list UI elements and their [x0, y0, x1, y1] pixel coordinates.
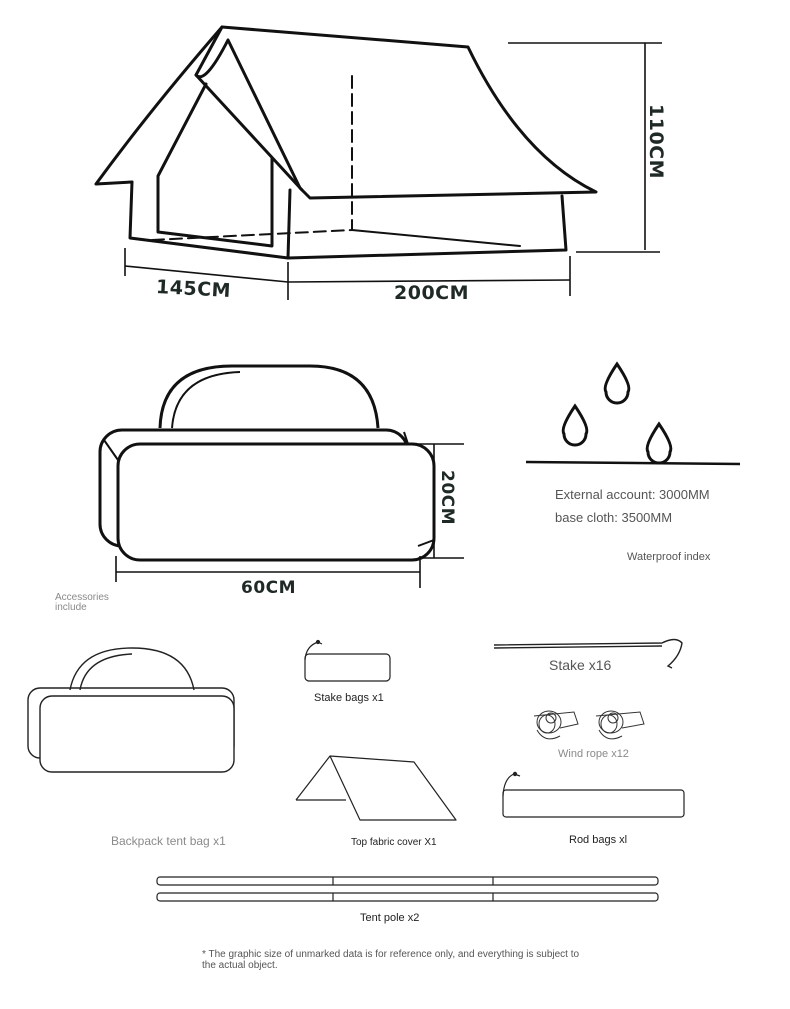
bag-dimension-lines	[115, 443, 464, 588]
tent-floor-line	[351, 229, 521, 247]
rod-bag-illustration	[502, 771, 685, 818]
stake-bag-illustration	[304, 639, 391, 682]
bag-illustration	[98, 364, 436, 562]
bag-height-label: 20CM	[437, 470, 457, 526]
wind-rope-illustration	[533, 710, 645, 740]
tent-inner-dashed	[151, 75, 353, 241]
water-drops	[561, 361, 673, 465]
accessories-heading-line2: include	[55, 602, 87, 613]
bag-front	[116, 442, 436, 562]
tent-height-label: 110CM	[645, 104, 667, 180]
bag-handle-inner	[171, 371, 241, 429]
drop-icon	[561, 403, 589, 447]
ground-line	[525, 460, 741, 466]
tent-front-edge	[94, 25, 224, 186]
bag-width-label: 60CM	[241, 578, 297, 598]
drop-icon	[603, 361, 631, 405]
waterproof-external: External account: 3000MM	[555, 487, 710, 502]
stake-illustration	[493, 638, 683, 669]
tent-door	[156, 82, 274, 248]
backpack-bag-illustration	[27, 647, 235, 773]
tent-roof	[194, 25, 598, 200]
footnote: * The graphic size of unmarked data is f…	[202, 949, 580, 971]
tent-side-wall	[286, 194, 568, 260]
wind-rope-label: Wind rope x12	[558, 748, 629, 760]
top-cover-label: Top fabric cover X1	[351, 837, 437, 848]
tent-front-wall	[128, 180, 292, 260]
tent-length-label: 200CM	[394, 282, 470, 304]
tent-illustration	[94, 25, 598, 260]
waterproof-caption: Waterproof index	[627, 551, 711, 563]
tent-front-inner	[194, 73, 304, 192]
stake-label: Stake x16	[549, 657, 612, 673]
top-cover-illustration	[295, 755, 457, 821]
rod-bags-label: Rod bags xl	[569, 834, 628, 846]
tent-width-label: 145CM	[155, 276, 232, 302]
backpack-bag-label: Backpack tent bag x1	[111, 834, 226, 848]
tent-dimension-lines	[124, 42, 662, 300]
tent-poles-illustration	[156, 876, 659, 902]
bag-handle	[158, 364, 380, 429]
accessories-heading-line1: Accessories	[55, 592, 109, 603]
tent-pole-label: Tent pole x2	[360, 912, 420, 924]
stake-bags-label: Stake bags x1	[314, 692, 384, 704]
waterproof-base: base cloth: 3500MM	[555, 510, 673, 525]
drop-icon	[645, 421, 673, 465]
